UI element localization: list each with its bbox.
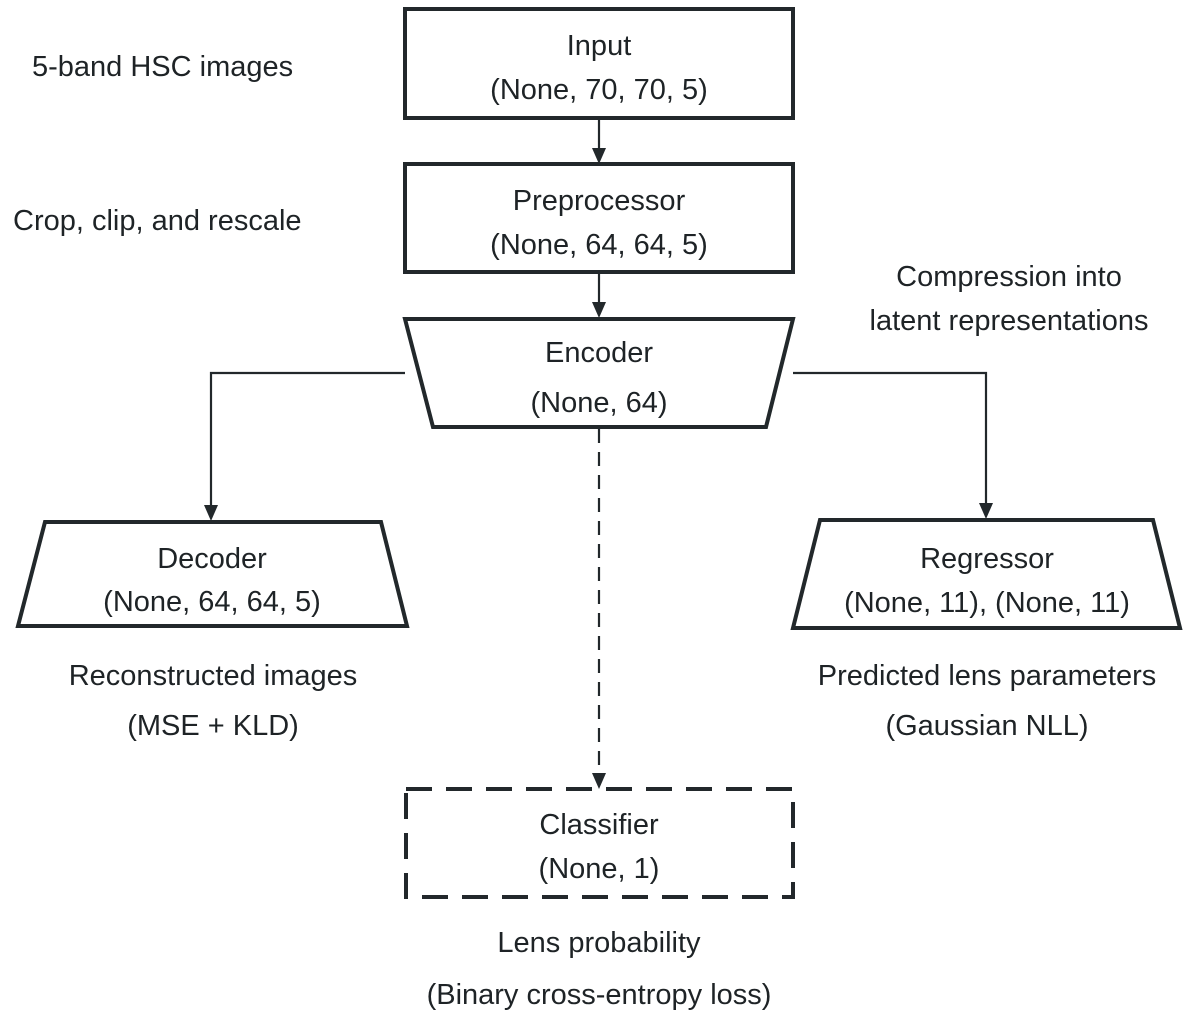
decoder-title: Decoder (157, 543, 267, 575)
classifier-shape: (None, 1) (539, 853, 660, 885)
annotation-decoder-line1: Reconstructed images (69, 660, 358, 692)
annotation-classifier-line1: Lens probability (497, 927, 701, 959)
encoder-title: Encoder (545, 337, 653, 369)
preprocessor-title: Preprocessor (513, 185, 686, 217)
input-title: Input (567, 30, 632, 62)
arrowhead-icon (592, 773, 606, 789)
encoder-shape: (None, 64) (530, 387, 667, 419)
node-preprocessor: Preprocessor (None, 64, 64, 5) (403, 162, 795, 274)
edge-encoder-regressor (793, 371, 988, 505)
arrowhead-icon (592, 302, 606, 318)
node-decoder: Decoder (None, 64, 64, 5) (15, 520, 410, 628)
encoder-trapezoid (402, 317, 796, 429)
annotation-regressor-line1: Predicted lens parameters (818, 660, 1157, 692)
arrowhead-icon (592, 148, 606, 164)
node-classifier: Classifier (None, 1) (404, 787, 795, 899)
regressor-title: Regressor (920, 543, 1054, 575)
decoder-shape: (None, 64, 64, 5) (103, 586, 321, 618)
classifier-dashed-box (404, 787, 795, 899)
input-box (403, 7, 795, 120)
annotation-classifier-line2: (Binary cross-entropy loss) (427, 979, 772, 1011)
annotations: 5-band HSC images Crop, clip, and rescal… (13, 51, 1156, 1011)
preprocessor-box (403, 162, 795, 274)
classifier-title: Classifier (539, 809, 659, 841)
input-shape: (None, 70, 70, 5) (490, 74, 708, 106)
annotation-decoder-line2: (MSE + KLD) (127, 710, 299, 742)
node-encoder: Encoder (None, 64) (402, 317, 796, 429)
regressor-shape: (None, 11), (None, 11) (844, 587, 1130, 619)
decoder-trapezoid (15, 520, 410, 628)
annotation-encoder-line2: latent representations (870, 305, 1149, 337)
node-regressor: Regressor (None, 11), (None, 11) (790, 518, 1183, 630)
arrowhead-icon (979, 503, 993, 519)
arrowhead-icon (204, 505, 218, 521)
preprocessor-shape: (None, 64, 64, 5) (490, 229, 708, 261)
annotation-input: 5-band HSC images (32, 51, 293, 83)
node-input: Input (None, 70, 70, 5) (403, 7, 795, 120)
annotation-preprocessor: Crop, clip, and rescale (13, 205, 302, 237)
annotation-regressor-line2: (Gaussian NLL) (885, 710, 1088, 742)
edge-encoder-decoder (209, 371, 405, 507)
regressor-trapezoid (790, 518, 1183, 630)
connectors (204, 118, 993, 789)
annotation-encoder-line1: Compression into (896, 261, 1122, 293)
